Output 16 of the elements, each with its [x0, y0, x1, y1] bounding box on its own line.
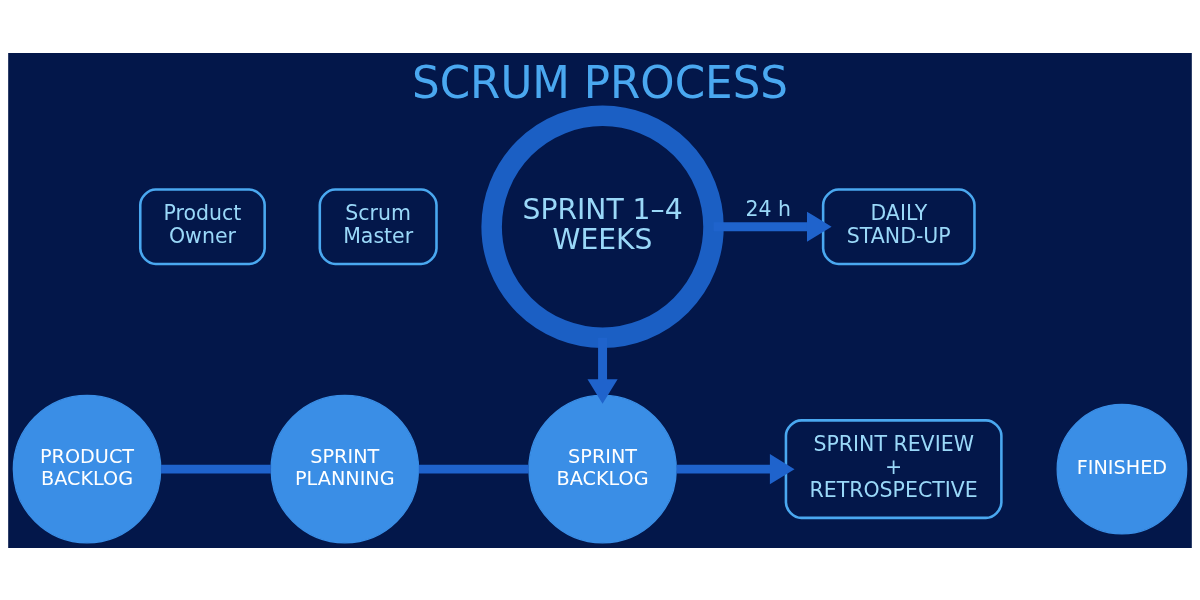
node-box: Product Owner — [139, 187, 266, 265]
node-circle: FINISHED — [1056, 403, 1188, 535]
diagram-title: SCRUM PROCESS — [412, 57, 788, 108]
node-box: DAILY STAND-UP — [821, 187, 976, 265]
edge-label: 24 h — [745, 196, 792, 221]
arrow — [587, 337, 618, 404]
arrow — [676, 453, 795, 484]
node-circle: PRODUCT BACKLOG — [12, 394, 162, 543]
node-circle: SPRINT 1–4 WEEKS — [481, 105, 724, 348]
node-circle: SPRINT PLANNING — [270, 394, 420, 543]
connector — [161, 464, 271, 474]
arrow — [713, 211, 832, 242]
connector — [418, 464, 529, 474]
node-box: SPRINT REVIEW + RETROSPECTIVE — [784, 418, 1003, 519]
node-box: Scrum Master — [318, 187, 438, 265]
node-circle: SPRINT BACKLOG — [528, 394, 677, 543]
